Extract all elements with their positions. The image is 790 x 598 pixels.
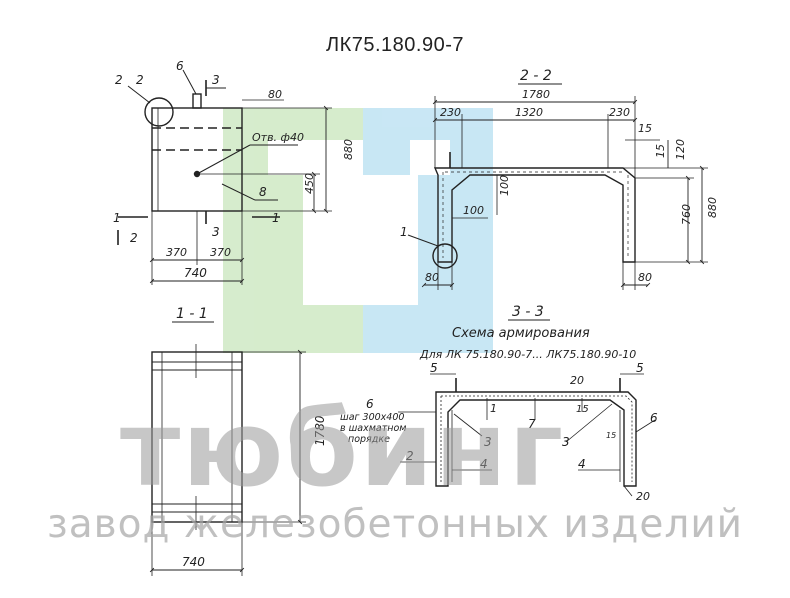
front-dim-880: 880 <box>342 139 355 160</box>
front-callout-6: 6 <box>176 59 184 73</box>
section-2-2 <box>407 96 708 290</box>
callout-2-leader <box>127 85 151 104</box>
front-callout-8: 8 <box>259 185 267 199</box>
section-3-3-pos-5-left: 5 <box>430 361 438 375</box>
section-3-3-labels: 3 - 3 Схема армирования Для ЛК 75.180.90… <box>340 304 658 503</box>
section-3-3-pos-2: 2 <box>406 449 414 463</box>
section-2-2-callout-1-leader <box>407 234 439 247</box>
section-3-3-rebar-outer <box>441 395 633 482</box>
drawing-title: ЛК75.180.90-7 <box>325 34 465 56</box>
front-section-1-right: 1 <box>272 211 280 225</box>
section-3-3-profile <box>435 391 637 487</box>
watermark-logo <box>223 108 493 353</box>
callout-8-leader <box>221 183 256 201</box>
front-view <box>117 69 332 285</box>
section-3-3-note-line1: шаг 300х400 <box>340 412 404 423</box>
section-3-3-pos-1: 1 <box>490 402 497 415</box>
section-3-3-pos-4-right: 4 <box>578 457 586 471</box>
section-3-3-pos-6-right: 6 <box>650 411 658 425</box>
section-2-2-dim-1780: 1780 <box>522 88 550 101</box>
leader-3-left <box>453 413 483 437</box>
callout-6-leader <box>182 69 197 95</box>
section-2-2-dim-15a: 15 <box>638 122 652 135</box>
section-3-3-pos-6-left: 6 <box>366 397 374 411</box>
section-3-3-pos-3-left: 3 <box>484 435 492 449</box>
section-3-3-dim-20-bottom: 20 <box>636 490 650 503</box>
front-view-labels: 2 2 6 3 80 Отв. ф40 880 450 8 1 2 1 3 37… <box>113 59 355 280</box>
front-section-2-left: 2 <box>130 231 138 245</box>
leader-20-bottom <box>623 485 633 497</box>
section-2-2-dim-230-left: 230 <box>440 106 461 119</box>
section-1-1-labels: 1 - 1 1780 740 <box>172 306 327 569</box>
section-2-2-dim-100-vertical: 100 <box>498 175 511 196</box>
front-dim-80: 80 <box>268 88 282 101</box>
section-2-2-callout-1: 1 <box>400 225 408 239</box>
section-3-3-pos-7: 7 <box>528 417 536 431</box>
section-2-2-dim-880: 880 <box>706 197 719 218</box>
front-dim-450: 450 <box>303 173 316 194</box>
front-hole-label: Отв. ф40 <box>252 131 304 144</box>
section-2-2-dim-120: 120 <box>674 139 687 160</box>
section-1-1-outline <box>151 351 243 523</box>
leader-3-right <box>565 403 613 443</box>
section-1-1-dim-1780: 1780 <box>313 415 327 446</box>
section-2-2-dim-100-horizontal: 100 <box>463 204 484 217</box>
front-callout-2b: 2 <box>136 73 144 87</box>
front-section-3-top: 3 <box>212 73 220 87</box>
front-callout-2a: 2 <box>115 73 123 87</box>
front-section-3-bottom: 3 <box>212 225 220 239</box>
logo-white-cut-stem <box>410 140 450 175</box>
front-dim-370-left: 370 <box>166 246 187 259</box>
watermark-brand: тюбинг <box>120 388 566 510</box>
section-3-3-pos-4-left: 4 <box>480 457 488 471</box>
section-3-3-note-line2: в шахматном <box>340 423 406 434</box>
section-1-1 <box>149 344 306 576</box>
section-3-3-note-line3: порядке <box>348 434 390 445</box>
watermark-subtitle: завод железобетонных изделий <box>46 502 744 547</box>
front-dim-370-right: 370 <box>210 246 231 259</box>
logo-white-cut-right <box>363 175 418 305</box>
front-dim-740: 740 <box>184 266 207 280</box>
loop-fitting <box>192 93 202 109</box>
section-2-2-labels: 2 - 2 1780 230 1320 230 15 15 120 100 10… <box>400 68 719 284</box>
section-2-2-detail-circle <box>432 243 458 269</box>
section-3-3-pos-15: 15 <box>576 404 589 415</box>
section-2-2-dim-1320: 1320 <box>515 106 543 119</box>
section-2-2-dim-760: 760 <box>680 204 693 225</box>
section-2-2-dim-80-right: 80 <box>638 271 652 284</box>
section-2-2-dim-230-right: 230 <box>609 106 630 119</box>
corner-detail-circle <box>144 97 174 127</box>
hole-leader <box>196 144 251 175</box>
section-1-1-label: 1 - 1 <box>176 306 208 322</box>
logo-white-cut-left <box>268 140 363 175</box>
section-3-3-label: 3 - 3 <box>512 304 544 320</box>
section-3-3-pos-3-right: 3 <box>562 435 570 449</box>
section-3-3-dim-20-top: 20 <box>570 374 584 387</box>
section-2-2-label: 2 - 2 <box>520 68 552 84</box>
front-section-1-left: 1 <box>113 211 121 225</box>
section-3-3 <box>398 373 656 497</box>
section-3-3-applies-to: Для ЛК 75.180.90-7... ЛК75.180.90-10 <box>419 348 636 361</box>
section-1-1-dim-740: 740 <box>182 555 205 569</box>
leader-6-right <box>635 419 656 433</box>
section-3-3-scheme-title: Схема армирования <box>452 326 590 341</box>
section-3-3-pos-5-right: 5 <box>636 361 644 375</box>
section-3-3-pos-15-small: 15 <box>606 431 616 440</box>
section-2-2-dim-15b: 15 <box>654 144 667 158</box>
section-2-2-dim-80-left: 80 <box>425 271 439 284</box>
